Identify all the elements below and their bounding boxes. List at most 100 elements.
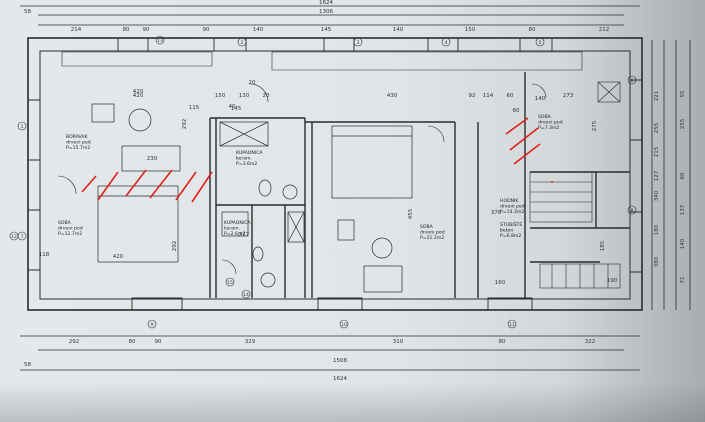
axis-marker-circle	[441, 37, 451, 47]
axis-marker-circle	[237, 37, 247, 47]
dim-bottom-segment: 329	[245, 339, 256, 345]
room-name: STUBIŠTE	[500, 221, 522, 228]
dim-interior-width: 20	[263, 93, 270, 99]
axis-marker-circle	[627, 75, 637, 85]
dim-top-segment: 145	[321, 27, 332, 33]
axis-marker-label: 1	[21, 124, 24, 130]
room-area: P=6.8m2	[500, 233, 521, 239]
room-area: P=3.6m2	[236, 161, 257, 167]
dim-interior-width: 150	[215, 93, 226, 99]
dim-dining-width: 230	[147, 156, 158, 162]
dim-top-inner: 1306	[319, 9, 333, 15]
dim-top-segment: 90	[203, 27, 210, 33]
dim-bottom-segment: 80	[129, 339, 136, 345]
axis-marker-circle	[147, 319, 157, 329]
room-name: SOBA	[420, 224, 434, 230]
axis-marker-label: 5	[539, 40, 542, 46]
interior-walls	[209, 72, 630, 298]
room-floor: keram.	[236, 156, 252, 162]
axis-marker-circle	[627, 205, 637, 215]
room-area: P=7.3m2	[538, 125, 559, 131]
room-area: P=15.7m2	[66, 145, 90, 151]
dim-bottom-segment: 292	[69, 339, 80, 345]
dim-right-height: 255	[654, 122, 660, 133]
dim-misc-value: 118	[39, 252, 50, 258]
dim-misc-value: 145	[231, 106, 242, 112]
room-area: P=2.6m2	[224, 231, 245, 237]
room-floor: drveni pod	[500, 204, 525, 210]
dim-interior-width: 130	[239, 93, 250, 99]
axis-marker-label: 4	[445, 40, 448, 46]
dim-top-segment: 214	[71, 27, 82, 33]
stairs	[529, 81, 621, 289]
dim-right-edge: 71	[680, 277, 686, 284]
dim-right-edge: 137	[680, 204, 686, 215]
dim-right-height: 180	[654, 224, 660, 235]
dim-vertical-label: 275	[592, 120, 598, 131]
axis-marker-circle	[155, 35, 165, 45]
dim-right-height: 221	[654, 91, 660, 102]
axis-marker-circle	[339, 319, 349, 329]
dim-bottom-left-offset: 58	[24, 362, 31, 368]
room-area: P=12.7m2	[58, 231, 82, 237]
dim-misc-value: 92	[469, 93, 476, 99]
top-window-niches	[61, 38, 583, 71]
axis-marker-circle	[9, 231, 19, 241]
dining-set	[91, 103, 181, 172]
room-floor: drveni pod	[58, 226, 83, 232]
axis-marker-label: 10	[341, 322, 347, 328]
bathroom-fixtures	[219, 121, 305, 288]
dim-misc-value: 140	[535, 96, 546, 102]
bed-main-room	[331, 125, 413, 293]
dim-interior-width: 420	[133, 93, 144, 99]
dim-top-segment: 212	[599, 27, 610, 33]
axis-marker-circle	[535, 37, 545, 47]
dim-top-segment: 140	[253, 27, 264, 33]
dim-left-room-lower: 420	[113, 254, 124, 260]
bottom-window-niches	[28, 79, 642, 310]
dim-interior-width: 114	[483, 93, 494, 99]
dim-interior-width: 430	[387, 93, 398, 99]
dim-top-segment: 150	[465, 27, 476, 33]
dim-top-left-offset: 58	[24, 9, 31, 15]
dim-vertical-label: 292	[172, 241, 178, 252]
room-name: SOBA	[58, 220, 72, 226]
outer-wall	[27, 37, 643, 311]
dim-right-height: 127	[654, 170, 660, 181]
bed-left-room	[97, 185, 179, 263]
dim-bottom-segment: 90	[155, 339, 162, 345]
axis-marker-circle	[241, 289, 251, 299]
dim-misc-value: 115	[189, 105, 200, 111]
dim-misc-value: 227	[239, 232, 250, 238]
dim-misc-value: 60	[513, 108, 520, 114]
room-name: HODNIK	[500, 198, 519, 204]
dim-misc-value: 376	[491, 210, 502, 216]
dim-right-edge: 55	[680, 90, 686, 97]
dim-top-segment: 140	[393, 27, 404, 33]
dim-bottom-inner: 1508	[333, 358, 347, 364]
dim-right-edge: 60	[680, 172, 686, 179]
dim-misc-value: 40	[229, 104, 236, 110]
dim-misc-value: 20	[249, 80, 256, 86]
dim-bottom-segment: 310	[393, 339, 404, 345]
axis-marker-circle	[353, 37, 363, 47]
axis-marker-label: 12	[11, 234, 17, 240]
dim-bottom-segment: 322	[585, 339, 596, 345]
axis-marker-label: 11	[509, 322, 515, 328]
room-name: KUPAONICA	[224, 220, 251, 226]
red-dot	[551, 181, 553, 183]
room-floor: drveni pod	[538, 120, 563, 126]
red-demolition-marks	[81, 117, 541, 203]
dim-top-overall: 1624	[319, 0, 333, 6]
room-name: SOBA	[538, 114, 552, 120]
dim-misc-value: 190	[607, 278, 618, 284]
